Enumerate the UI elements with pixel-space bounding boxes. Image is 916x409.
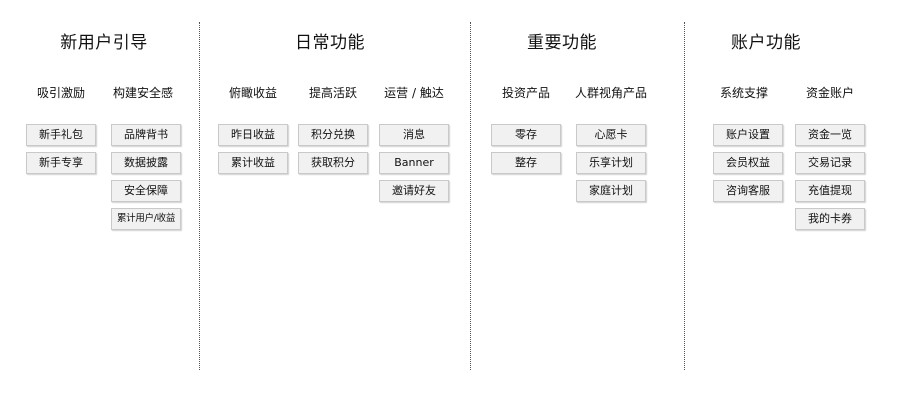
feature-item[interactable]: 账户设置 [713, 124, 783, 146]
category-items: 零存 整存 [491, 124, 561, 174]
category-title: 俯瞰收益 [228, 86, 278, 100]
feature-item[interactable]: 积分兑换 [298, 124, 368, 146]
feature-item[interactable]: 累计用户/收益 [111, 208, 181, 230]
section-title-important-features: 重要功能 [527, 33, 597, 53]
category-items: 新手礼包 新手专享 [26, 124, 96, 174]
feature-item[interactable]: 零存 [491, 124, 561, 146]
feature-item[interactable]: 我的卡券 [795, 208, 865, 230]
feature-item[interactable]: Banner [379, 152, 449, 174]
category-title: 运营 / 触达 [384, 86, 444, 100]
category-title: 构建安全感 [112, 86, 174, 100]
category-items: 昨日收益 累计收益 [218, 124, 288, 174]
feature-item[interactable]: 邀请好友 [379, 180, 449, 202]
feature-item[interactable]: 乐享计划 [576, 152, 646, 174]
category-title: 人群视角产品 [574, 86, 648, 100]
category-title: 资金账户 [805, 86, 855, 100]
feature-item[interactable]: 累计收益 [218, 152, 288, 174]
feature-item[interactable]: 咨询客服 [713, 180, 783, 202]
feature-item[interactable]: 安全保障 [111, 180, 181, 202]
feature-item[interactable]: 昨日收益 [218, 124, 288, 146]
feature-item[interactable]: 家庭计划 [576, 180, 646, 202]
category-items: 积分兑换 获取积分 [298, 124, 368, 174]
section-title-account-features: 账户功能 [731, 33, 801, 53]
feature-item[interactable]: 会员权益 [713, 152, 783, 174]
category-items: 品牌背书 数据披露 安全保障 累计用户/收益 [111, 124, 181, 230]
category-items: 资金一览 交易记录 充值提现 我的卡券 [795, 124, 865, 230]
feature-item[interactable]: 消息 [379, 124, 449, 146]
feature-item[interactable]: 整存 [491, 152, 561, 174]
section-title-new-user-guide: 新用户引导 [60, 33, 148, 53]
category-title: 系统支撑 [719, 86, 769, 100]
feature-item[interactable]: 充值提现 [795, 180, 865, 202]
feature-item[interactable]: 新手专享 [26, 152, 96, 174]
feature-item[interactable]: 交易记录 [795, 152, 865, 174]
section-title-daily-features: 日常功能 [295, 33, 365, 53]
feature-item[interactable]: 品牌背书 [111, 124, 181, 146]
feature-item[interactable]: 获取积分 [298, 152, 368, 174]
category-title: 吸引激励 [36, 86, 86, 100]
section-divider [470, 22, 471, 370]
feature-item[interactable]: 新手礼包 [26, 124, 96, 146]
feature-item[interactable]: 心愿卡 [576, 124, 646, 146]
category-items: 账户设置 会员权益 咨询客服 [713, 124, 783, 202]
category-title: 提高活跃 [308, 86, 358, 100]
category-items: 消息 Banner 邀请好友 [379, 124, 449, 202]
category-items: 心愿卡 乐享计划 家庭计划 [576, 124, 646, 202]
category-title: 投资产品 [501, 86, 551, 100]
section-divider [684, 22, 685, 370]
feature-item[interactable]: 资金一览 [795, 124, 865, 146]
feature-item[interactable]: 数据披露 [111, 152, 181, 174]
section-divider [199, 22, 200, 370]
